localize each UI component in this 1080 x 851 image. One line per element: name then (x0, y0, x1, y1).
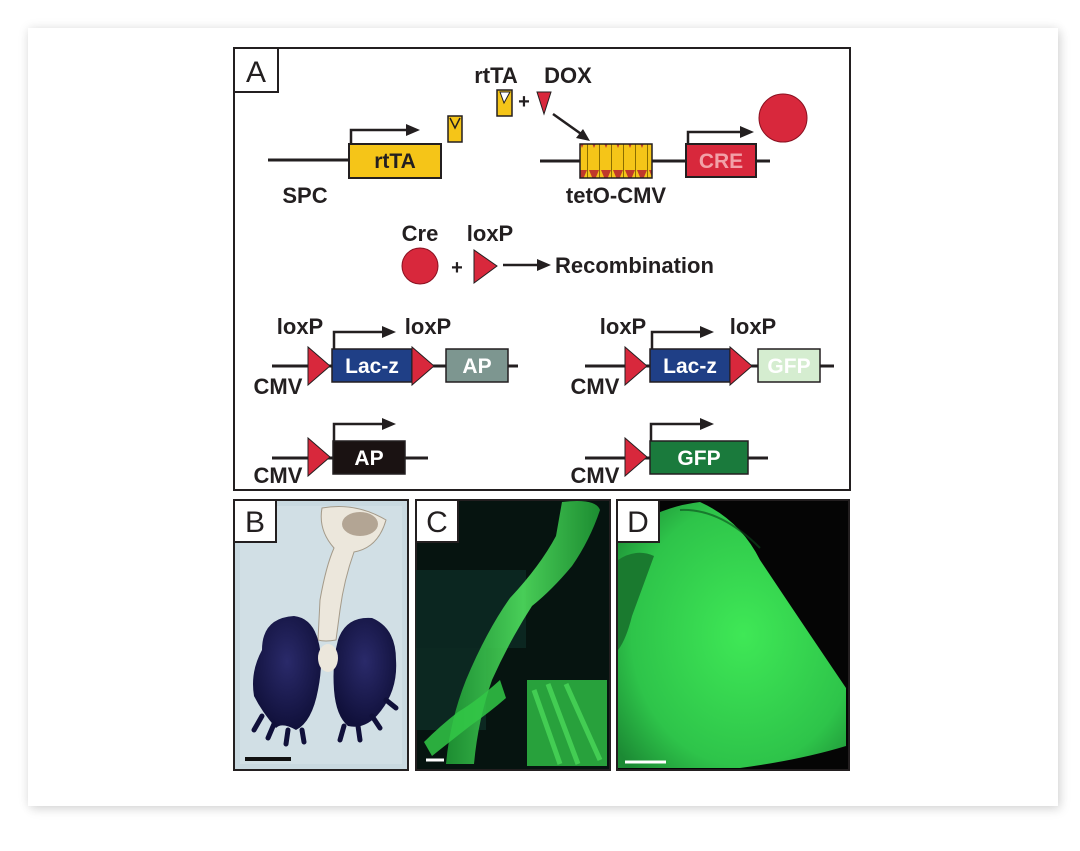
teto-cmv-label: tetO-CMV (566, 183, 667, 208)
right-lacz-label: Lac-z (663, 355, 717, 378)
recombination-label: Recombination (555, 253, 714, 278)
teto-operator-array (579, 143, 653, 179)
left-loxp1-icon (307, 345, 331, 387)
panel-c-letter-box (415, 499, 459, 543)
cre-protein-circle (758, 93, 808, 143)
right-loxp1-label: loxP (600, 314, 646, 339)
panel-d-lung-lobe (618, 502, 846, 768)
panel-a-letter-box (233, 47, 279, 93)
dox-label: DOX (544, 63, 592, 88)
panel-a-letter: A (246, 56, 266, 89)
panel-d-letter-box (616, 499, 660, 543)
right-promoter-arrow (650, 330, 702, 349)
rtta-promoter-arrow (349, 128, 408, 144)
rtta-top-label: rtTA (474, 63, 518, 88)
left-ap-box (445, 348, 509, 383)
left-loxp2-icon (411, 345, 435, 387)
cre-arrowhead (740, 126, 754, 138)
panel-b-letter-box (233, 499, 277, 543)
panel-b-letter: B (245, 506, 265, 539)
panel-a-frame (233, 47, 851, 491)
cre-gene-box (685, 143, 757, 178)
right-cmv-label: CMV (571, 374, 620, 399)
left-arrowhead (382, 326, 396, 338)
dox-binding-arrow (552, 112, 585, 138)
dox-arrowhead (576, 129, 590, 141)
left-result-loxp-icon (307, 436, 331, 478)
plus-sign-middle: + (451, 257, 463, 279)
right-loxp2-label: loxP (730, 314, 776, 339)
panel-b (233, 499, 409, 771)
left-lacz-box (331, 348, 413, 383)
rtta-gene-label: rtTA (374, 150, 416, 173)
cre-recombinase-circle (401, 247, 439, 285)
panel-d-lobe-edge (618, 552, 654, 650)
right-result-cmv-label: CMV (571, 463, 620, 488)
panel-c-letter: C (426, 506, 448, 539)
left-result-cmv-label: CMV (254, 463, 303, 488)
right-loxp2-icon (729, 345, 753, 387)
loxp-label-top: loxP (467, 221, 513, 246)
left-ap-label: AP (462, 355, 491, 378)
right-lacz-box (649, 348, 731, 383)
panel-c (415, 499, 611, 771)
left-result-ap-label: AP (354, 447, 383, 470)
panel-b-larynx (342, 512, 378, 536)
right-result-promoter-arrow (649, 422, 702, 441)
cre-label: Cre (402, 221, 439, 246)
right-result-gfp-label: GFP (677, 447, 720, 470)
left-result-promoter-arrow (332, 422, 384, 441)
right-result-gfp-box (649, 440, 749, 475)
panel-c-inset-striations (531, 682, 603, 765)
left-cmv-label: CMV (254, 374, 303, 399)
loxp-triangle-icon (473, 249, 498, 284)
cre-promoter-arrow (686, 130, 742, 144)
right-loxp1-icon (624, 345, 648, 387)
right-gfp-box (757, 348, 821, 383)
left-result-arrowhead (382, 418, 396, 430)
panel-b-branch-tips (251, 697, 399, 747)
rtta-dox-notch-icon (499, 91, 511, 105)
dox-triangle-icon (536, 91, 552, 116)
right-result-loxp-icon (624, 436, 648, 478)
left-lacz-label: Lac-z (345, 355, 399, 378)
recombination-arrowhead (537, 259, 551, 271)
right-arrowhead (700, 326, 714, 338)
panel-d-texture-line (679, 508, 761, 549)
panel-b-left-lung (253, 616, 321, 730)
panel-b-right-lung (333, 617, 397, 727)
panel-d (616, 499, 850, 771)
left-loxp2-label: loxP (405, 314, 451, 339)
rtta-gene-box (348, 143, 442, 179)
plus-sign-top: + (518, 91, 530, 113)
left-promoter-arrow (332, 330, 384, 349)
rtta-arrowhead (406, 124, 420, 136)
cre-gene-label: CRE (699, 150, 743, 173)
left-loxp1-label: loxP (277, 314, 323, 339)
panel-b-trachea (317, 506, 387, 642)
right-gfp-label: GFP (767, 355, 810, 378)
panel-b-bronchus (318, 644, 338, 672)
left-result-ap-box (332, 440, 406, 475)
rtta-protein-notch-icon (449, 117, 461, 130)
right-result-arrowhead (700, 418, 714, 430)
panel-d-letter: D (627, 506, 649, 539)
panel-c-branch-tube (424, 680, 506, 756)
spc-label: SPC (282, 183, 327, 208)
